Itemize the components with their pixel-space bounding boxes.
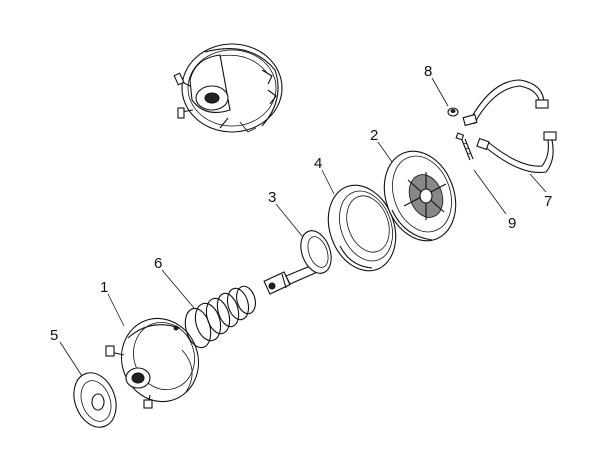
callout-8: 8: [424, 63, 432, 80]
callout-2: 2: [370, 127, 378, 144]
part-8-nut: [447, 107, 459, 117]
part-6-spring: [184, 285, 256, 349]
assembled-booster: [173, 43, 283, 133]
callout-4: 4: [314, 155, 322, 172]
callout-5: 5: [50, 327, 58, 344]
callout-3: 3: [268, 189, 276, 206]
callout-1: 1: [100, 279, 108, 296]
part-9-bolt: [455, 132, 474, 161]
part-3-pushrod-assembly: [263, 230, 332, 295]
callout-7: 7: [544, 193, 552, 210]
callout-6: 6: [154, 255, 162, 272]
part-5-washer: [73, 372, 117, 428]
part-2-front-cover: [383, 150, 457, 242]
part-1-rear-housing: [105, 317, 200, 409]
part-7-clamp-band: [462, 79, 557, 174]
callout-9: 9: [508, 215, 516, 232]
leader-lines: [59, 77, 547, 377]
